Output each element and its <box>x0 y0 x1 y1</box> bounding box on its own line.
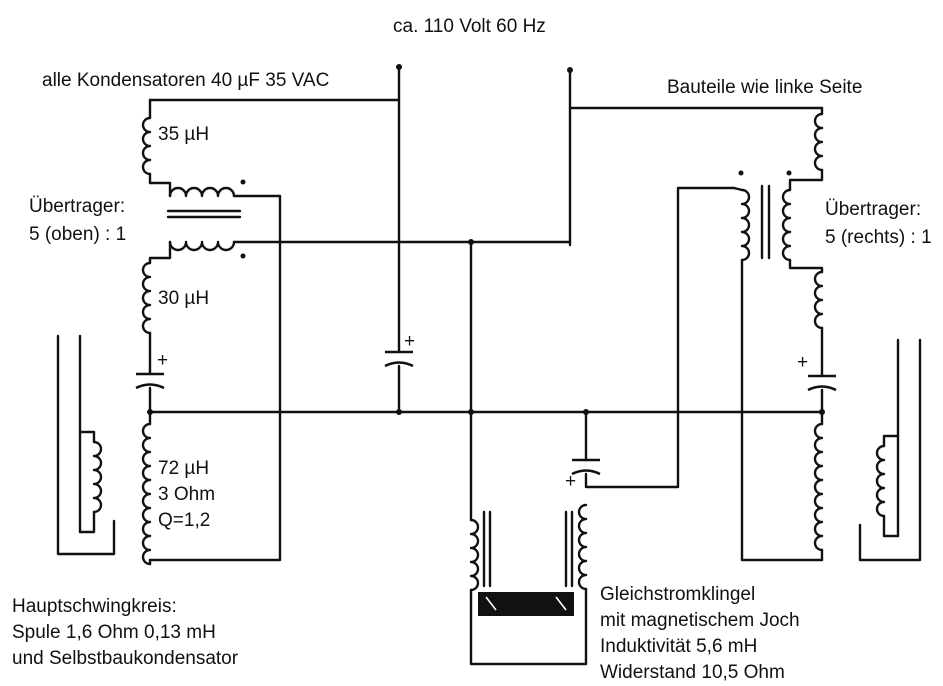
main-circuit-label-1: Hauptschwingkreis: <box>12 596 177 617</box>
bell-label-1: Gleichstromklingel <box>600 584 755 605</box>
left-coil-chain: + <box>135 98 572 566</box>
right-coil-chain: + <box>732 106 837 562</box>
bell-cap-plus: + <box>565 471 576 492</box>
center-cap-plus: + <box>404 331 415 352</box>
coil-35uh-label: 35 µH <box>158 124 209 145</box>
main-bus <box>148 240 824 522</box>
supply-label: ca. 110 Volt 60 Hz <box>393 16 546 37</box>
junction-dots <box>147 239 825 415</box>
coil-72uh-label: 72 µH <box>158 458 209 479</box>
right-main-coil <box>858 338 922 562</box>
bell-label-4: Widerstand 10,5 Ohm <box>600 662 785 683</box>
transformer-left-label-1: Übertrager: <box>29 196 125 217</box>
transformer-right-label-1: Übertrager: <box>825 199 921 220</box>
coil-3ohm-label: 3 Ohm <box>158 484 215 505</box>
bell-armature <box>478 592 574 616</box>
bell-label-3: Induktivität 5,6 mH <box>600 636 757 657</box>
transformer-left-label-2: 5 (oben) : 1 <box>29 224 126 245</box>
supply-terminals <box>148 64 824 354</box>
main-circuit-label-2: Spule 1,6 Ohm 0,13 mH <box>12 622 216 643</box>
left-cap-plus: + <box>157 350 168 371</box>
bell-circuit: + <box>469 186 736 666</box>
main-circuit-label-3: und Selbstbaukondensator <box>12 648 239 669</box>
bell-label-2: mit magnetischem Joch <box>600 610 800 631</box>
left-main-coil <box>56 334 116 556</box>
transformer-right-label-2: 5 (rechts) : 1 <box>825 227 932 248</box>
center-capacitor: + <box>384 331 415 414</box>
right-cap-plus: + <box>797 352 808 373</box>
coil-30uh-label: 30 µH <box>158 288 209 309</box>
right-parts-label: Bauteile wie linke Seite <box>667 77 862 98</box>
capacitor-spec-label: alle Kondensatoren 40 µF 35 VAC <box>42 70 329 91</box>
coil-q-label: Q=1,2 <box>158 510 210 531</box>
